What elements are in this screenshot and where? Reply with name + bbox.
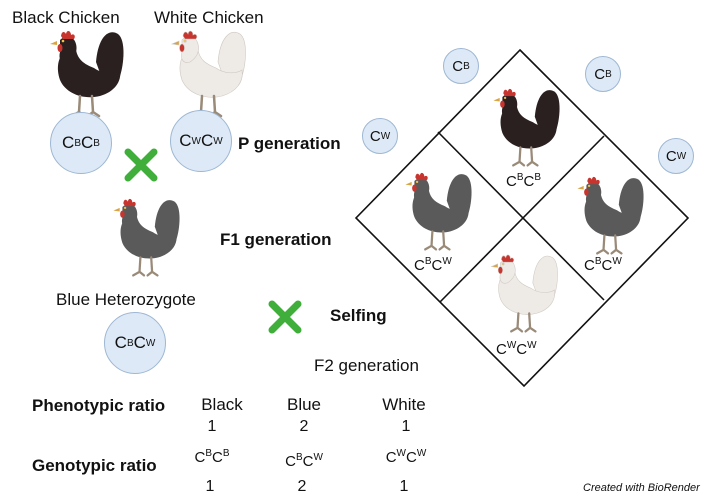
phenotypic-ratio-label: Phenotypic ratio — [32, 396, 166, 415]
genotype-count-bb: 1 — [205, 478, 215, 495]
genotype-count-bw: 2 — [297, 478, 307, 495]
black-hen-icon: .body{fill:inherit}.comb{fill:#c8342e} — [48, 29, 125, 118]
genotype-count-ww: 1 — [399, 478, 409, 495]
phenotype-black: Black — [201, 395, 243, 414]
phenotype-count-blue: 2 — [299, 418, 309, 435]
black-hen-icon — [492, 87, 561, 167]
f1-generation-label: F1 generation — [220, 230, 332, 249]
phenotype-count-white: 1 — [401, 418, 411, 435]
credit-text: Created with BioRender — [583, 482, 700, 494]
white-hen-icon — [170, 29, 247, 118]
selfing-label: Selfing — [330, 306, 387, 325]
punnett-left-genotype: CBCW — [414, 256, 452, 274]
white-chicken-title: White Chicken — [154, 8, 264, 27]
blue-heterozygote-label: Blue Heterozygote — [56, 290, 196, 309]
black-chicken-title: Black Chicken — [12, 8, 120, 27]
blue-hen-icon — [404, 171, 473, 251]
punnett-top-genotype: CBCB — [506, 172, 542, 190]
p-generation-label: P generation — [238, 134, 341, 153]
white-hen-icon — [490, 253, 559, 333]
genotype-ww: CWCW — [385, 448, 427, 466]
blue-hen-icon — [112, 197, 181, 277]
genotype-bb: CBCB — [194, 448, 230, 466]
phenotype-blue: Blue — [286, 395, 322, 414]
cross-icon — [124, 148, 158, 182]
phenotype-count-black: 1 — [207, 418, 217, 435]
f2-generation-label: F2 generation — [314, 356, 419, 375]
punnett-right-genotype: CBCW — [584, 256, 622, 274]
genotypic-ratio-label: Genotypic ratio — [32, 456, 157, 475]
punnett-bottom-genotype: CWCW — [496, 340, 537, 358]
cross-icon — [268, 300, 302, 334]
blue-hen-icon — [576, 175, 645, 255]
genotype-bw: CBCW — [285, 452, 323, 470]
phenotype-white: White — [382, 395, 426, 414]
